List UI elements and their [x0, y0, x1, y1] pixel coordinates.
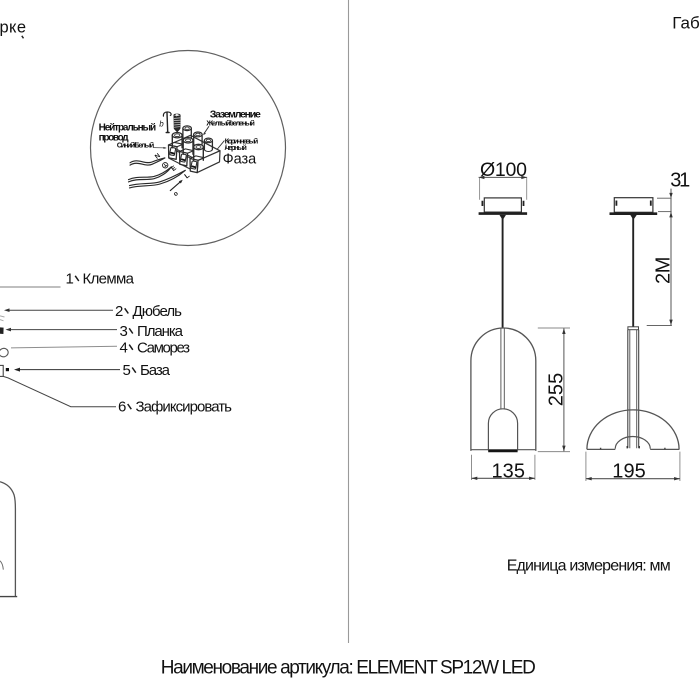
svg-text:Саморез: Саморез	[137, 339, 190, 356]
svg-text:3: 3	[120, 323, 128, 340]
svg-text:4: 4	[120, 339, 128, 356]
svg-text:Наименование артикула: ELEMENT: Наименование артикула: ELEMENT SP12W LED	[161, 657, 536, 678]
svg-text:Ø100: Ø100	[480, 159, 527, 181]
svg-text:2M: 2M	[652, 257, 674, 285]
svg-text:1: 1	[66, 271, 74, 288]
svg-text:Клемма: Клемма	[83, 271, 135, 288]
svg-text:рке: рке	[0, 18, 26, 36]
svg-text:провод: провод	[99, 133, 130, 144]
svg-text:6: 6	[118, 399, 126, 416]
svg-text:Коричневый: Коричневый	[225, 136, 259, 145]
svg-text:N: N	[154, 152, 162, 161]
svg-text:Дюбель: Дюбель	[133, 303, 183, 320]
svg-text:Единица измерения: мм: Единица измерения: мм	[507, 558, 671, 575]
svg-text:Заземление: Заземление	[210, 109, 261, 121]
svg-text:195: 195	[612, 461, 646, 483]
svg-text:135: 135	[491, 460, 525, 482]
svg-text:Планка: Планка	[137, 323, 184, 340]
svg-text:/черный: /черный	[225, 143, 248, 152]
svg-text:База: База	[140, 362, 171, 379]
svg-text:Синий/Белый: Синий/Белый	[117, 140, 155, 149]
svg-text:o: o	[172, 190, 179, 198]
svg-text:31: 31	[670, 169, 690, 191]
svg-text:Нейтральный: Нейтральный	[99, 123, 157, 134]
svg-text:Зафиксировать: Зафиксировать	[136, 399, 233, 416]
svg-text:Желтый/зеленый: Желтый/зеленый	[205, 119, 255, 128]
svg-text:2: 2	[115, 303, 123, 320]
svg-text:255: 255	[546, 373, 568, 407]
svg-text:E: E	[170, 164, 178, 173]
svg-text:Габ: Габ	[672, 14, 700, 33]
svg-text:b: b	[159, 120, 164, 129]
svg-text:5: 5	[123, 362, 131, 379]
svg-text:Фаза: Фаза	[223, 151, 258, 167]
svg-text:L: L	[184, 172, 192, 181]
